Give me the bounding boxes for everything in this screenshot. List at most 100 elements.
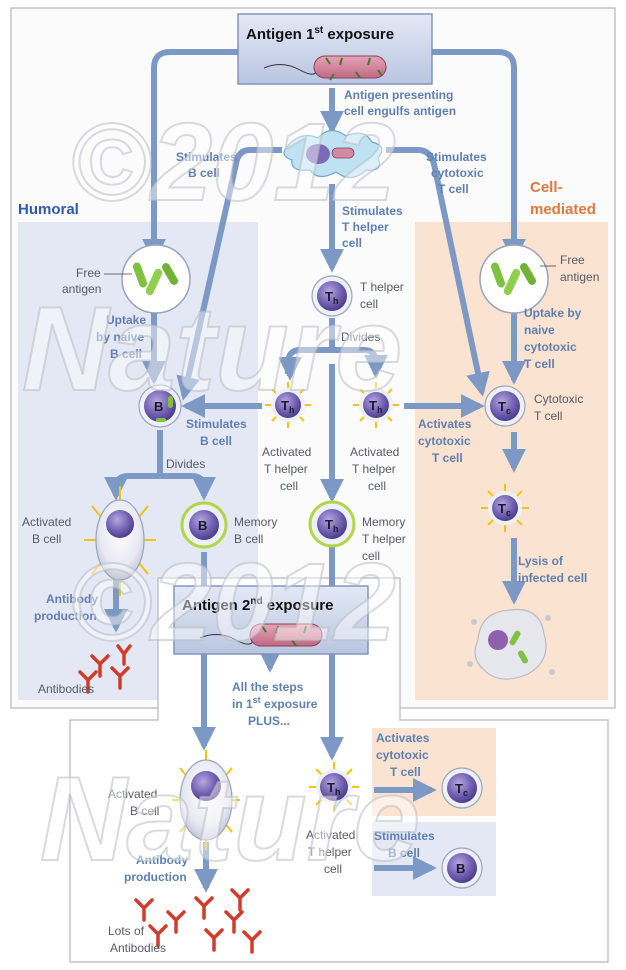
activated-th-left-label-3: cell [280, 479, 298, 493]
svg-text:Tc: Tc [498, 501, 511, 518]
activated-th-left-label-1: Activated [262, 445, 311, 459]
lysis-label-2: infected cell [518, 571, 587, 585]
act-tc-2-label-3: T cell [390, 765, 421, 779]
antigen-second-exposure-box: Antigen 2nd exposure [173, 585, 369, 655]
antibodies-label: Antibodies [38, 682, 94, 696]
all-steps-label-1: All the steps [232, 680, 304, 694]
stim-b-mid-label-2: B cell [200, 434, 232, 448]
lots-antibodies-label-2: Antibodies [110, 941, 166, 955]
activated-th-left-icon: Th [265, 382, 311, 428]
watermark-nature-1: Nature [22, 282, 402, 416]
activated-b-cell-2-icon [172, 750, 240, 850]
svg-text:B: B [154, 399, 163, 414]
stim-th-label-2: T helper [342, 220, 389, 234]
memory-th-label-2: T helper [362, 532, 406, 546]
memory-b-label-1: Memory [234, 515, 277, 529]
activated-th-2-icon: Th [309, 762, 359, 812]
all-steps-label-4: PLUS... [248, 714, 290, 728]
arrows-first-exposure [104, 49, 526, 633]
svg-text:Tc: Tc [455, 781, 468, 798]
activated-th2-label-3: cell [324, 862, 342, 876]
stim-b-label-1: Stimulates [176, 150, 237, 164]
svg-text:Th: Th [325, 517, 338, 534]
divides-label-2: Divides [166, 457, 205, 471]
memory-th-cell-icon: Th [308, 500, 356, 548]
apc-label-1: Antigen presenting [344, 88, 453, 102]
uptake-tc-label-2: naive [524, 323, 555, 337]
activated-b-label-1: Activated [22, 515, 71, 529]
activated-th2-label-1: Activated [306, 828, 355, 842]
b-cell-2-icon: B [441, 847, 483, 889]
uptake-b-label-1: Uptake [106, 313, 146, 327]
t-helper-cell-icon: Th [311, 275, 353, 317]
activated-b2-label-1: Activated [108, 787, 157, 801]
humoral-header: Humoral [18, 201, 79, 218]
activated-th-right-label-3: cell [368, 479, 386, 493]
watermarks: ©2012 Nature ©2012 Nature [21, 100, 421, 887]
svg-text:Th: Th [281, 398, 294, 415]
lots-antibodies-label-1: Lots of [108, 924, 145, 938]
activated-th-left-label-2: T helper [264, 462, 308, 476]
apc-label-2: cell engulfs antigen [344, 104, 456, 118]
bacterium-icon [263, 55, 387, 81]
svg-text:Th: Th [369, 398, 382, 415]
uptake-tc-label-1: Uptake by [524, 306, 582, 320]
divides-label-1: Divides [341, 330, 380, 344]
stim-th-label-3: cell [342, 236, 362, 250]
cytotoxic-t-cell-icon: Tc [484, 385, 526, 427]
act-tc-2-label-1: Activates [376, 731, 430, 745]
stim-tc-label-3: T cell [438, 182, 469, 196]
stim-b-mid-label-1: Stimulates [186, 417, 247, 431]
watermark-copyright-2: ©2012 [70, 541, 396, 664]
all-steps-label-2: in 1st exposure [232, 695, 318, 711]
cytotoxic-label-2: T cell [534, 409, 562, 423]
memory-b-cell-icon: B [180, 501, 228, 549]
activated-th-right-label-2: T helper [352, 462, 396, 476]
infected-cell-icon [467, 608, 555, 680]
watermark-nature-2: Nature [40, 752, 420, 886]
antibody-production-label-2: production [34, 609, 97, 623]
activated-b2-label-2: B cell [130, 804, 159, 818]
activated-th-right-label-1: Activated [350, 445, 399, 459]
antibody-production2-label-1: Antibody [136, 853, 188, 867]
arrow-to-free-antigen-right [418, 49, 526, 263]
activated-b-label-2: B cell [32, 532, 61, 546]
cytotoxic-label-1: Cytotoxic [534, 392, 583, 406]
arrow-apc-to-tc [386, 147, 490, 397]
antibody-production-label-1: Antibody [46, 592, 98, 606]
activated-th-right-icon: Th [353, 382, 399, 428]
act-tc-2-label-2: cytotoxic [376, 748, 429, 762]
free-antigen-right-label-1: Free [560, 253, 585, 267]
uptake-b-label-3: B cell [110, 347, 142, 361]
activated-b-cell-icon [84, 486, 156, 596]
arrow-to-free-antigen-left [142, 49, 240, 263]
stim-tc-label-1: Stimulates [426, 150, 487, 164]
th-label-2: cell [360, 297, 378, 311]
activated-th2-label-2: T helper [308, 845, 352, 859]
antibodies-icon [78, 644, 132, 694]
uptake-tc-label-3: cytotoxic [524, 340, 577, 354]
antibody-production2-label-2: production [124, 870, 187, 884]
th-label-1: T helper [360, 280, 404, 294]
arrow-apc-to-b [176, 147, 282, 401]
bacterium-2-icon [199, 623, 323, 647]
uptake-tc-label-4: T cell [524, 357, 555, 371]
free-antigen-right-label-2: antigen [560, 270, 599, 284]
antigen-first-exposure-box: Antigen 1st exposure [237, 13, 433, 85]
activated-cytotoxic-t-icon: Tc [481, 484, 529, 532]
act-tc-mid-label-1: Activates [418, 417, 472, 431]
svg-text:B: B [456, 861, 465, 876]
stim-tc-label-2: cytotoxic [431, 166, 484, 180]
memory-b-label-2: B cell [234, 532, 263, 546]
memory-th-label-1: Memory [362, 515, 405, 529]
second-exposure-title: Antigen 2nd exposure [182, 596, 333, 614]
cell-mediated-header-2: mediated [530, 201, 596, 218]
watermark-copyright-1: ©2012 [70, 101, 396, 224]
svg-text:B: B [198, 518, 207, 533]
free-antigen-left-icon [121, 244, 191, 314]
antigen-presenting-cell-icon [283, 129, 383, 179]
memory-th-label-3: cell [362, 549, 380, 563]
stim-b-label-2: B cell [188, 166, 220, 180]
free-antigen-left-label-1: Free [76, 266, 101, 280]
